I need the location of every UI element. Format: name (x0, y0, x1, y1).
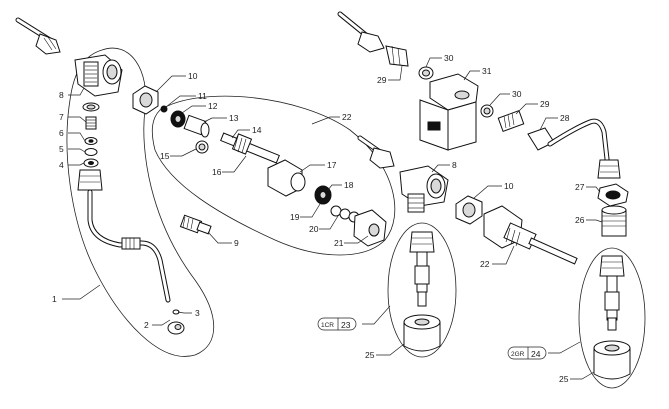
tag-23: 1CR 23 (317, 317, 357, 331)
callout-30-right: 30 (512, 89, 522, 99)
callout-29-left: 29 (377, 75, 387, 85)
valve-body-22-right (483, 205, 578, 265)
formed-tube-28 (527, 118, 621, 179)
tag-24-code: 2GR (511, 351, 525, 358)
callout-18: 18 (344, 180, 354, 190)
callout-1: 1 (52, 294, 57, 304)
callout-4: 4 (59, 160, 64, 170)
callout-10-right: 10 (504, 181, 514, 191)
callout-17: 17 (327, 160, 337, 170)
callout-28: 28 (560, 113, 570, 123)
callout-14: 14 (252, 125, 262, 135)
cup-25-right (593, 340, 631, 380)
callout-8-right: 8 (452, 160, 457, 170)
tag-24-number: 24 (531, 349, 541, 359)
flex-tube-assembly (77, 169, 171, 303)
callout-31: 31 (482, 66, 492, 76)
callout-30-top: 30 (444, 53, 454, 63)
callout-15: 15 (160, 151, 170, 161)
callout-13: 13 (229, 113, 239, 123)
callout-29-right: 29 (540, 99, 550, 109)
packing-parts-18-20 (314, 185, 360, 223)
callout-22-right: 22 (480, 259, 490, 269)
tag-24: 2GR 24 (507, 346, 547, 360)
solenoid-coil-31 (419, 73, 479, 151)
leader-lines (62, 57, 603, 380)
callout-21: 21 (334, 238, 344, 248)
callout-9: 9 (234, 238, 239, 248)
washer-30-right (480, 104, 494, 118)
small-fitting-9 (179, 214, 212, 235)
washer-30-top (418, 66, 434, 80)
tag-23-number: 23 (341, 320, 351, 330)
callout-labels: 1 2 3 4 5 6 7 8 9 10 11 12 13 14 15 16 1… (52, 53, 585, 384)
seat-parts-11-13 (160, 105, 210, 154)
callout-25-right: 25 (559, 374, 569, 384)
cap-nut-21 (353, 209, 387, 247)
group-outline-23 (387, 222, 457, 358)
nut-10-left (132, 85, 159, 115)
tee-fitting-8-right (399, 165, 449, 213)
adapter-29-right (497, 110, 525, 132)
tag-23-code: 1CR (321, 322, 334, 329)
callout-5: 5 (59, 144, 64, 154)
cup-25-left (403, 314, 441, 352)
callout-16: 16 (212, 167, 222, 177)
probe-23 (409, 231, 435, 307)
callout-27: 27 (575, 182, 585, 192)
callout-20: 20 (309, 224, 319, 234)
callout-2: 2 (144, 320, 149, 330)
nut-27 (597, 183, 629, 207)
callout-11: 11 (198, 91, 207, 101)
tip-parts-2-3 (167, 309, 185, 335)
lower-inlet-tube (357, 135, 395, 169)
stack-parts-4-7 (82, 102, 100, 168)
valve-stem-14-17 (220, 132, 306, 197)
callout-22: 22 (342, 112, 352, 122)
upper-inlet-tube (337, 11, 409, 67)
callout-3: 3 (195, 308, 200, 318)
callout-26: 26 (575, 215, 585, 225)
callout-6: 6 (59, 128, 64, 138)
adapter-26 (601, 205, 627, 237)
callout-7: 7 (59, 112, 64, 122)
callout-10: 10 (188, 71, 198, 81)
probe-24 (599, 255, 625, 331)
tee-fitting-8-left (74, 54, 123, 97)
nut-10-right (455, 195, 483, 225)
left-inlet-tube (15, 17, 61, 55)
callout-19: 19 (290, 212, 300, 222)
callout-25-left: 25 (365, 350, 375, 360)
callout-12: 12 (208, 101, 218, 111)
callout-8: 8 (59, 90, 64, 100)
group-outline-24 (578, 247, 646, 389)
group-outline-center (151, 95, 396, 256)
